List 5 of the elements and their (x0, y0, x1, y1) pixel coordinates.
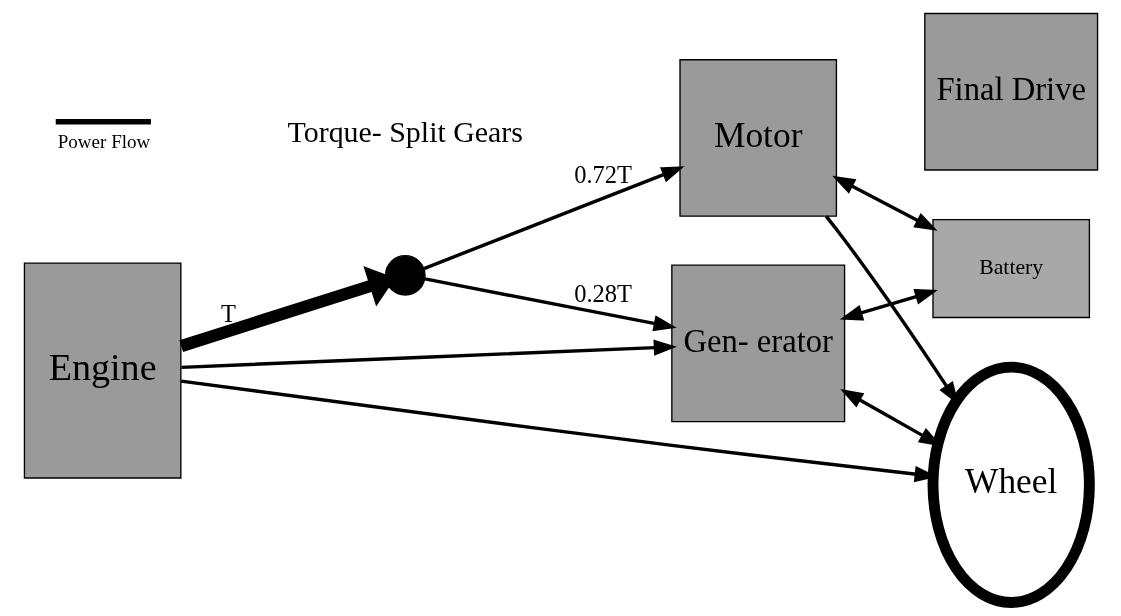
edge-label: T (220, 300, 236, 328)
node-label: Torque- Split Gears (287, 114, 523, 148)
edge-label: 0.28T (573, 279, 632, 307)
legend-label: Power Flow (57, 130, 150, 152)
edge-label: 0.72T (573, 161, 632, 189)
